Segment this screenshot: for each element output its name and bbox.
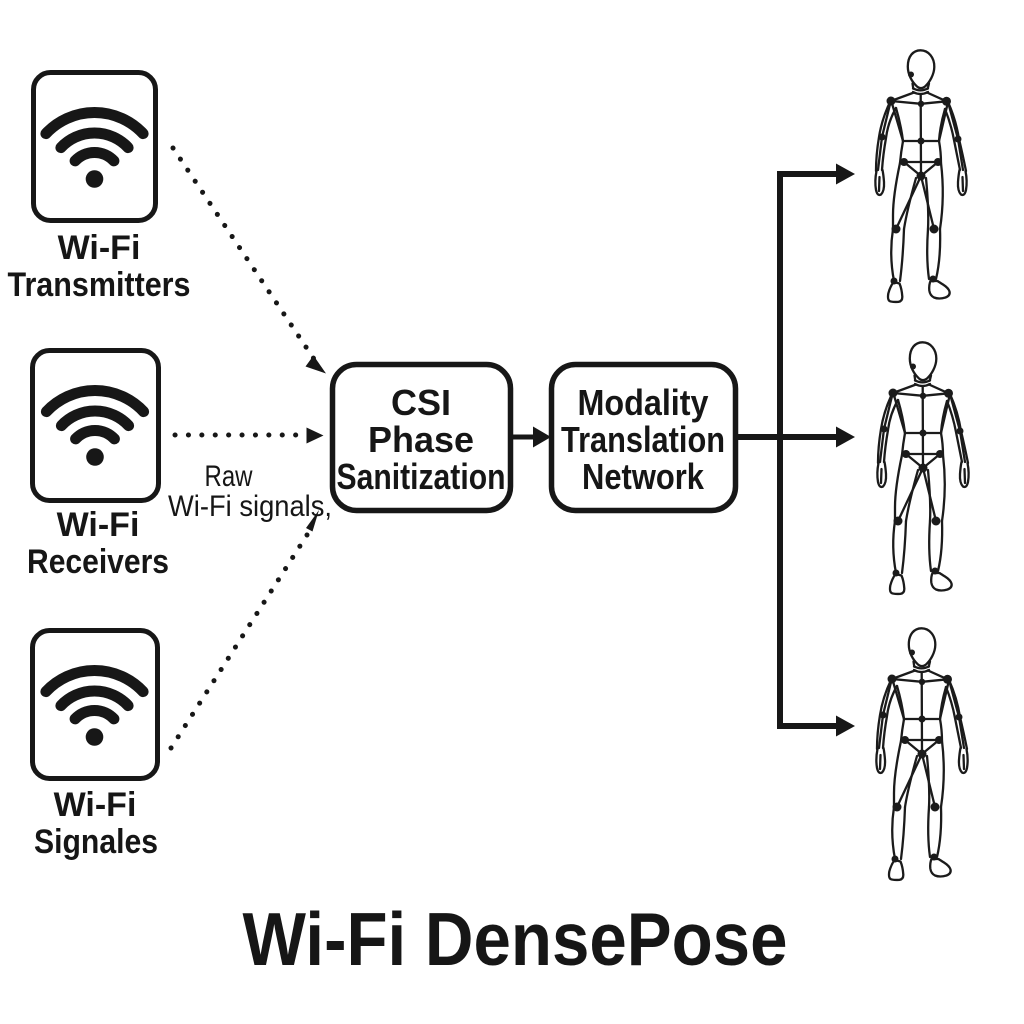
svg-text:Wi-Fi: Wi-Fi — [57, 506, 140, 544]
svg-text:Translation: Translation — [561, 419, 725, 460]
svg-text:Modality: Modality — [578, 382, 709, 423]
svg-text:CSI: CSI — [391, 382, 451, 423]
svg-text:Transmitters: Transmitters — [8, 266, 191, 304]
svg-text:Raw: Raw — [205, 460, 253, 493]
svg-text:Wi-Fi: Wi-Fi — [54, 786, 137, 824]
svg-text:Receivers: Receivers — [27, 543, 169, 581]
svg-text:Network: Network — [582, 456, 705, 497]
svg-text:Signales: Signales — [34, 823, 158, 861]
svg-text:Phase: Phase — [368, 419, 474, 460]
svg-text:Wi-Fi: Wi-Fi — [58, 229, 141, 267]
svg-text:Wi-Fi signals,: Wi-Fi signals, — [168, 490, 332, 523]
svg-text:Wi-Fi DensePose: Wi-Fi DensePose — [243, 897, 788, 981]
svg-text:Sanitization: Sanitization — [337, 456, 506, 497]
